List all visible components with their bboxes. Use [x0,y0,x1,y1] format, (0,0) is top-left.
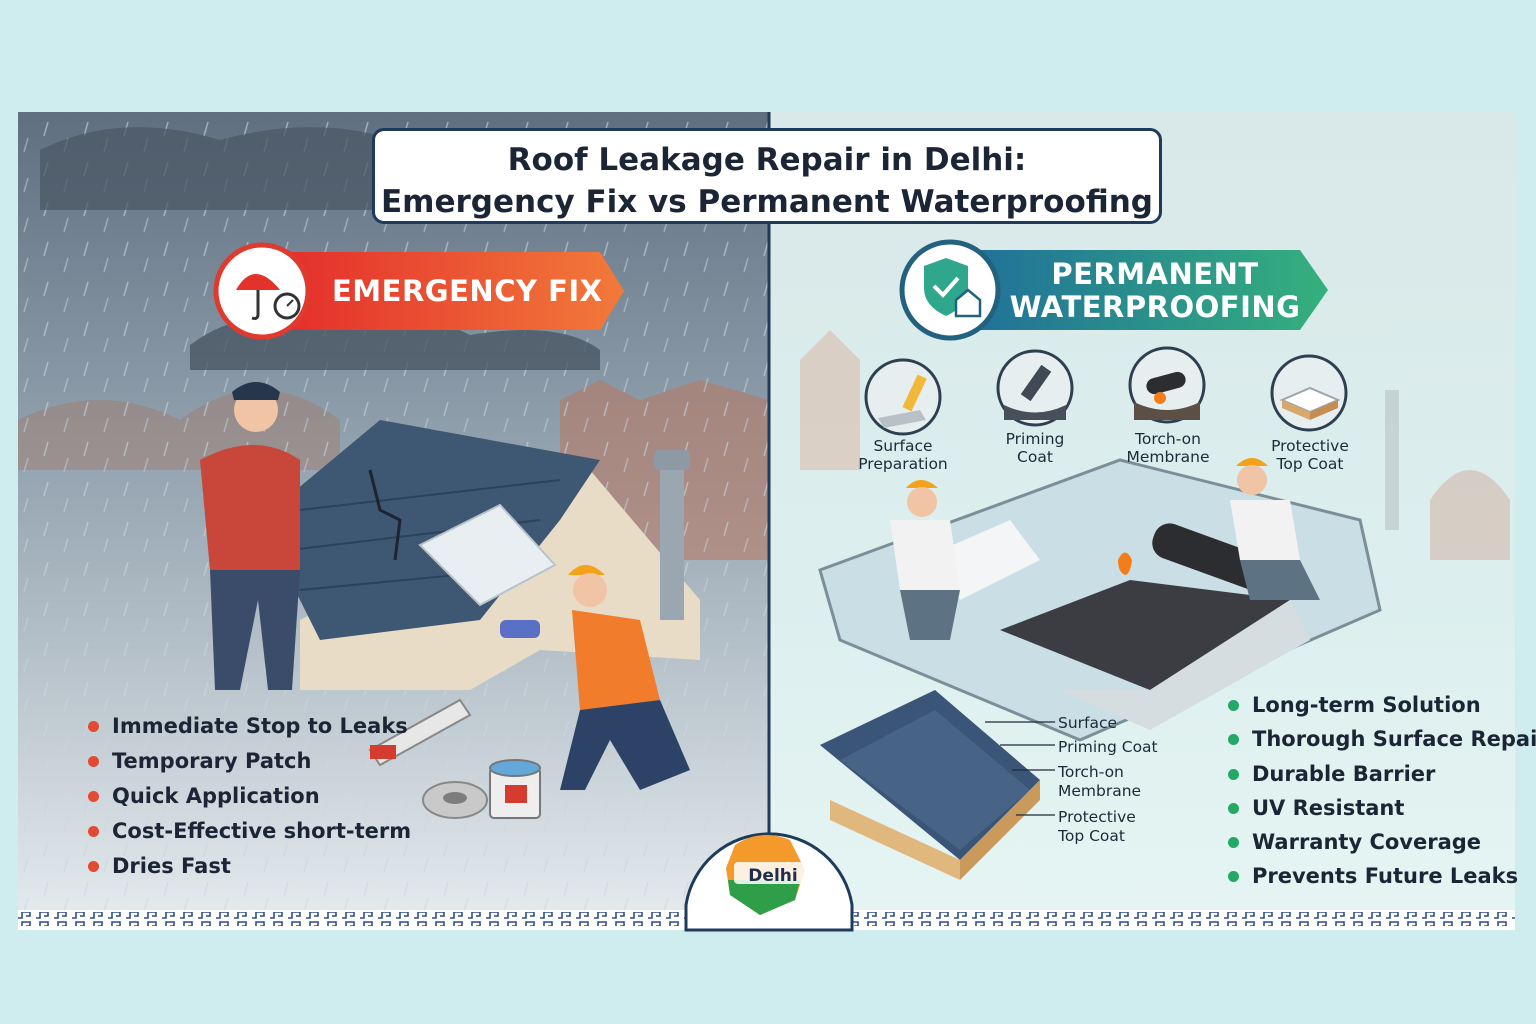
bullet-dot [1228,768,1239,780]
list-item: UV Resistant [1228,791,1536,825]
layer-3-line-1: Torch-on [1058,763,1124,781]
layer-3-line-2: Membrane [1058,782,1142,800]
step-1-line-2: Preparation [858,455,948,473]
benefit-text: Warranty Coverage [1252,830,1482,855]
list-item: Cost-Effective short-term [88,814,411,849]
permanent-label-line-1: PERMANENT [1051,257,1259,291]
step-3-line-1: Torch-on [1135,430,1201,448]
list-item: Quick Application [88,779,411,814]
list-item: Long-term Solution [1228,688,1536,722]
layer-2-line-1: Priming Coat [1058,738,1158,756]
layer-label-surface: Surface [1058,714,1117,733]
roof-layers-cross-section [820,690,1055,880]
list-item: Immediate Stop to Leaks [88,709,411,744]
step-label-protective-top-coat: Protective Top Coat [1245,437,1375,473]
benefit-text: Thorough Surface Repair [1252,727,1536,752]
layer-label-protective-top-coat: Protective Top Coat [1058,808,1136,846]
waterproofing-workers-illustration [890,458,1320,640]
step-label-surface-preparation: Surface Preparation [838,437,968,473]
repair-tools-illustration [368,698,541,819]
permanent-label-line-2: WATERPROOFING [1009,290,1301,324]
step-label-priming-coat: Priming Coat [970,430,1100,466]
list-item: Warranty Coverage [1228,825,1536,859]
bullet-dot [88,861,99,872]
repair-worker-illustration [500,565,690,790]
bullet-dot [1228,802,1239,814]
bullet-dot [88,791,99,802]
protective-top-coat-icon [1270,354,1348,432]
delhi-map-icon [726,835,806,915]
bullet-dot [88,826,99,837]
layer-4-line-1: Protective [1058,808,1136,826]
step-2-line-2: Coat [1017,448,1053,466]
layer-1-line-1: Surface [1058,714,1118,732]
benefit-text: Dries Fast [112,854,231,878]
title-box: Roof Leakage Repair in Delhi: Emergency … [372,128,1162,224]
list-item: Thorough Surface Repair [1228,722,1536,756]
delhi-badge [684,832,854,932]
step-2-line-1: Priming [1005,430,1065,448]
permanent-benefits-list: Long-term Solution Thorough Surface Repa… [1228,688,1536,894]
step-4-line-2: Top Coat [1276,455,1344,473]
benefit-text: Durable Barrier [1252,761,1436,786]
title-line-2: Emergency Fix vs Permanent Waterproofing [381,184,1153,220]
delhi-badge-label: Delhi [748,866,798,886]
benefit-text: UV Resistant [1252,795,1405,820]
bullet-dot [1228,700,1239,711]
list-item: Durable Barrier [1228,757,1536,791]
bullet-dot [88,721,99,732]
list-item: Temporary Patch [88,744,411,779]
priming-coat-icon [996,349,1074,427]
worried-homeowner-illustration [200,382,300,690]
benefit-text: Cost-Effective short-term [112,819,412,843]
layer-label-priming-coat: Priming Coat [1058,738,1158,757]
step-3-line-2: Membrane [1126,448,1210,466]
list-item: Dries Fast [88,849,411,884]
layer-label-torch-on-membrane: Torch-on Membrane [1058,763,1141,801]
emergency-benefits-list: Immediate Stop to Leaks Temporary Patch … [88,709,411,884]
benefit-text: Immediate Stop to Leaks [112,714,408,738]
permanent-waterproofing-label: PERMANENT WATERPROOFING [1000,258,1310,324]
permanent-waterproofing-banner [899,239,1328,341]
title-line-1: Roof Leakage Repair in Delhi: [507,142,1027,178]
bullet-dot [1228,837,1239,849]
benefit-text: Temporary Patch [112,749,312,773]
benefit-text: Prevents Future Leaks [1252,864,1519,889]
benefit-text: Long-term Solution [1252,693,1481,717]
layer-4-line-2: Top Coat [1058,827,1125,845]
shield-home-check-icon [924,258,982,318]
step-label-torch-on-membrane: Torch-on Membrane [1103,430,1233,466]
surface-preparation-icon [864,358,942,436]
emergency-fix-label: EMERGENCY FIX [332,274,603,308]
bullet-dot [88,756,99,767]
emergency-fix-banner [213,242,624,340]
bullet-dot [1228,734,1239,746]
umbrella-stopwatch-icon [236,274,301,320]
benefit-text: Quick Application [112,784,320,808]
list-item: Prevents Future Leaks [1228,859,1536,893]
torch-on-membrane-icon [1128,346,1206,424]
step-4-line-1: Protective [1271,437,1349,455]
step-1-line-1: Surface [873,437,933,455]
bullet-dot [1228,871,1239,883]
